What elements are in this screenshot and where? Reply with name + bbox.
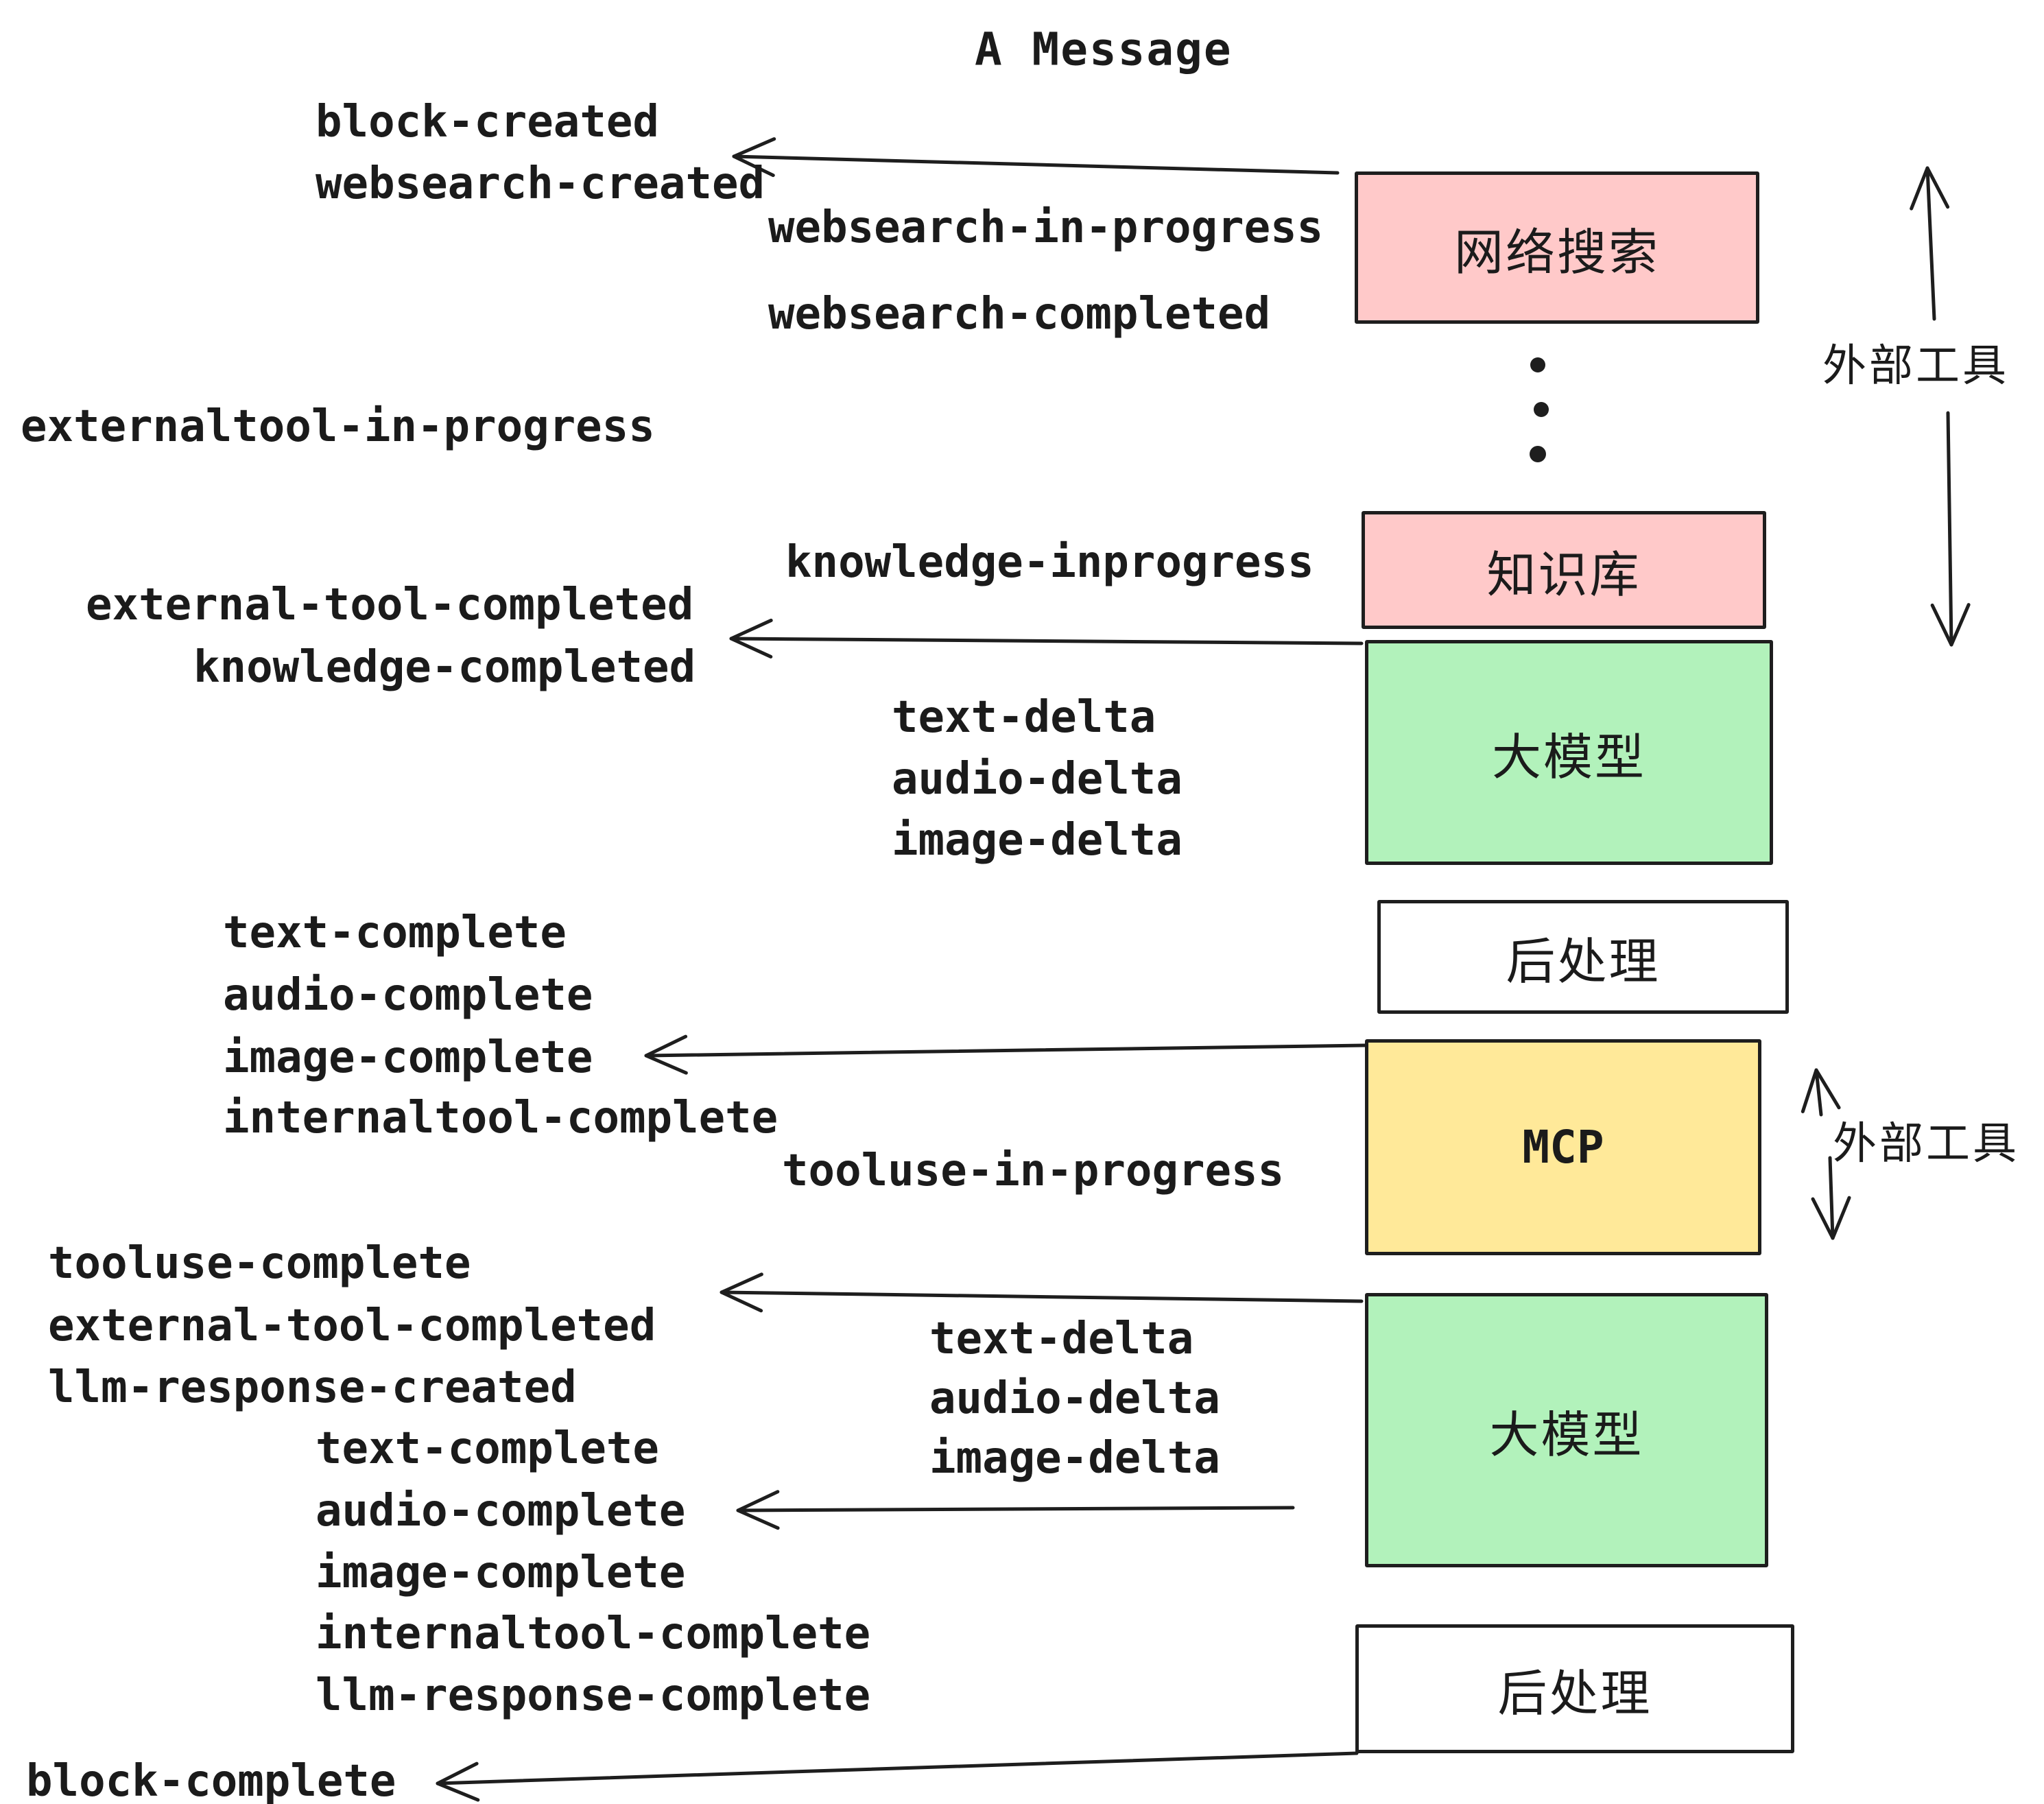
box-websearch: 网络搜索 — [1355, 171, 1759, 324]
box-postprocess-2: 后处理 — [1355, 1624, 1794, 1753]
arrow-to-knowledge-completed — [729, 618, 1364, 658]
event-websearch-completed: websearch-completed — [768, 289, 1271, 340]
arrow-to-image-complete — [644, 1034, 1367, 1075]
box-llm-1: 大模型 — [1365, 640, 1773, 865]
event-text-complete-2: text-complete — [316, 1423, 659, 1474]
event-knowledge-inprogress: knowledge-inprogress — [785, 537, 1314, 588]
ellipsis-dots — [1530, 357, 1549, 462]
box-postprocess-1: 后处理 — [1377, 900, 1789, 1014]
diagram-title: A Message — [975, 23, 1233, 76]
event-audio-complete-2: audio-complete — [316, 1486, 686, 1536]
event-internaltool-complete-1: internaltool-complete — [223, 1093, 779, 1143]
arrow-to-external-tool-completed — [720, 1272, 1364, 1313]
event-websearch-in-progress: websearch-in-progress — [768, 202, 1324, 253]
event-knowledge-completed: knowledge-completed — [193, 642, 696, 693]
event-text-delta-1: text-delta — [892, 692, 1156, 743]
event-block-created: block-created — [316, 97, 659, 147]
event-tooluse-complete: tooluse-complete — [48, 1238, 471, 1289]
arrow-to-block-complete — [436, 1751, 1359, 1802]
downarrow-external-tools-1 — [1930, 411, 1971, 647]
box-postprocess-2-label: 后处理 — [1497, 1664, 1652, 1722]
event-image-delta-1: image-delta — [892, 815, 1183, 866]
event-audio-delta-1: audio-delta — [892, 754, 1183, 805]
box-llm-2: 大模型 — [1365, 1293, 1768, 1567]
box-llm-1-label: 大模型 — [1491, 728, 1646, 786]
event-text-complete-1: text-complete — [223, 907, 567, 958]
box-postprocess-1-label: 后处理 — [1506, 932, 1661, 990]
event-image-complete-2: image-complete — [316, 1547, 686, 1598]
event-externaltool-in-progress: externaltool-in-progress — [21, 401, 655, 452]
arrow-to-block-created — [732, 137, 1340, 178]
box-mcp: MCP — [1365, 1039, 1761, 1255]
uparrow-external-tools-1 — [1910, 166, 1950, 321]
event-internaltool-complete-2: internaltool-complete — [316, 1609, 871, 1659]
event-block-complete: block-complete — [26, 1756, 396, 1804]
box-knowledge-label: 知识库 — [1486, 545, 1641, 604]
event-websearch-created: websearch-created — [316, 158, 765, 209]
box-mcp-label: MCP — [1522, 1121, 1604, 1174]
event-audio-delta-2: audio-delta — [929, 1373, 1220, 1424]
box-knowledge: 知识库 — [1362, 511, 1766, 629]
arrow-to-audio-complete — [736, 1490, 1295, 1530]
event-external-tool-completed-1: external-tool-completed — [86, 580, 694, 630]
event-text-delta-2: text-delta — [929, 1314, 1194, 1364]
event-tooluse-in-progress: tooluse-in-progress — [782, 1146, 1285, 1196]
box-llm-2-label: 大模型 — [1489, 1405, 1644, 1464]
event-image-complete-1: image-complete — [223, 1032, 593, 1083]
event-audio-complete-1: audio-complete — [223, 970, 593, 1021]
external-tools-label-1: 外部工具 — [1822, 341, 2009, 392]
event-llm-response-created: llm-response-created — [48, 1362, 577, 1413]
box-websearch-label: 网络搜索 — [1453, 223, 1660, 281]
event-image-delta-2: image-delta — [929, 1433, 1220, 1484]
event-llm-response-complete: llm-response-complete — [316, 1670, 871, 1721]
event-external-tool-completed-2: external-tool-completed — [48, 1301, 656, 1351]
external-tools-label-2: 外部工具 — [1833, 1119, 2019, 1170]
uparrow-external-tools-2 — [1801, 1068, 1841, 1117]
